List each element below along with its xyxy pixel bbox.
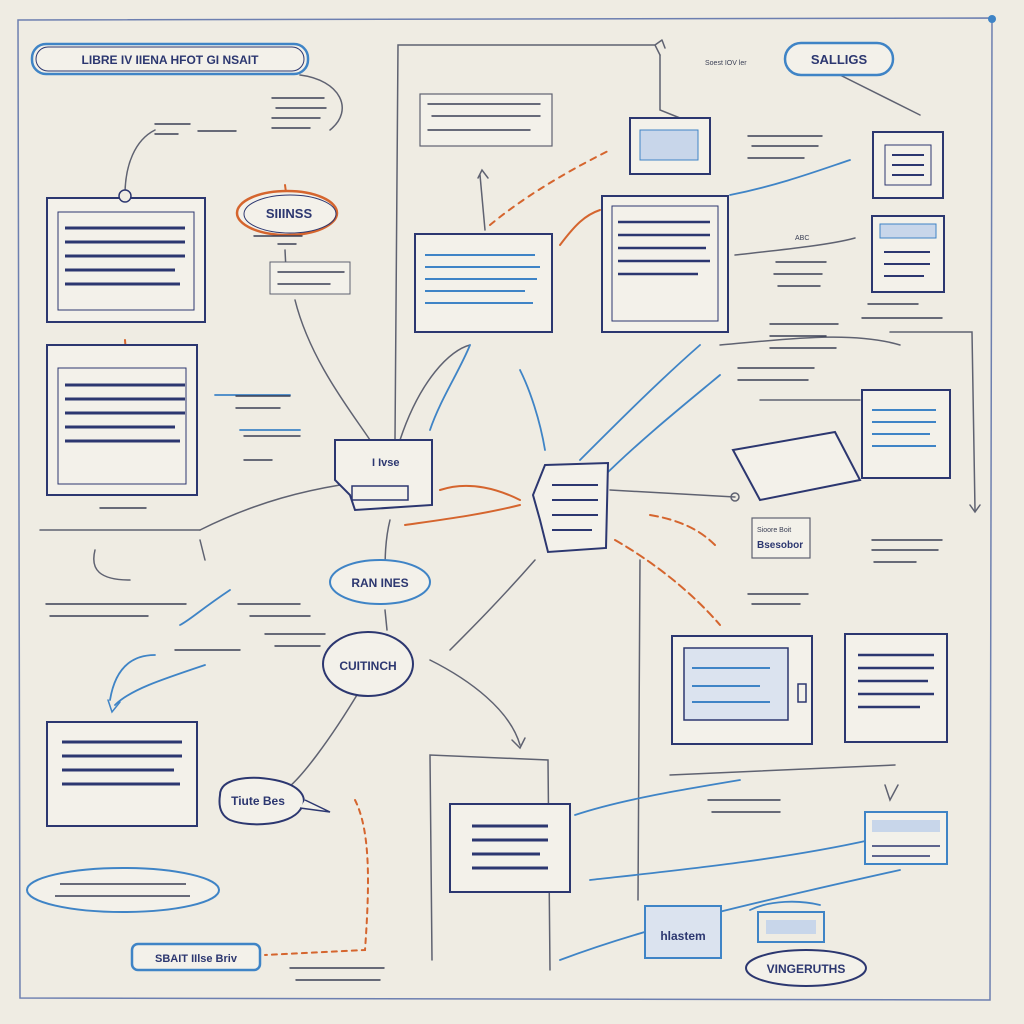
note-right-top [747,135,823,159]
panel-right-mid [731,389,951,502]
note-oval-inner [253,235,303,245]
bottom-left-pill-text: SBAIT IIlse Briv [155,953,238,965]
connector-right-long [889,331,976,511]
caption-right-abc: ABC [795,235,809,242]
connector-title-curl [299,74,343,131]
bottom-small-box: hlastem [644,905,722,959]
monitor-box-right [671,635,813,745]
oval-cuitinch-text: CUITINCH [339,659,396,673]
note-under-oval [269,261,351,295]
speech-bubble: Tiute Bes [218,776,331,826]
note-bottom-right [707,799,781,813]
title-pill-text: LIBRE IV IIENA HFOT GI NSAIT [82,53,260,67]
note-left-bottom [45,603,326,651]
note-right-mid [773,261,943,319]
connector-to-small-box [659,54,681,119]
caption-top-mid-small: Soest IOV ler [705,60,747,67]
arrowheads [107,39,981,802]
note-left-mid [235,395,301,461]
note-left-small [154,123,237,135]
frame-corner-dot [988,15,996,23]
connector-left-to-hub [294,299,371,441]
document-box-left-mid [46,344,198,496]
hub-box-left: I Ivse [334,439,433,512]
connector-hub-left-down [199,484,341,531]
connector-title-to-left-box [124,129,156,196]
right-note-body: Bsesobor [757,540,803,551]
bottom-right-bubble: VINGERUTHS [745,949,867,987]
note-right-center [737,323,839,381]
note-top-left [271,97,327,129]
connector-hub2-left-down [449,559,536,651]
document-box-top-center [414,233,553,333]
connector-oval2-right [429,659,521,746]
title-pill: LIBRE IV IIENA HFOT GI NSAIT [30,42,310,76]
document-box-bottom-center [449,803,571,893]
connector-oval-to-oval [384,609,388,631]
connector-tall-vertical [394,44,661,441]
note-right-side [871,539,943,563]
document-box-right-top [601,195,729,333]
right-blue-box-lower [864,811,948,865]
orange-oval-text: SIIINSS [266,206,313,221]
connector-right-box-to-abc [734,237,856,256]
speech-bubble-text: Tiute Bes [231,794,285,808]
top-right-pill: SALLIGS [783,41,895,77]
bottom-right-bubble-text: VINGERUTHS [767,962,846,976]
note-right-low [99,507,809,605]
right-note-title: Sioore Boit [757,527,791,534]
connector-arrow-diag [479,174,486,231]
connector-left-down [199,539,206,561]
small-blue-box-bottom-right [757,911,825,943]
small-box-right-mid [871,215,945,293]
document-box-right-bottom [844,633,948,743]
document-box-bottom-left [46,721,198,827]
small-box-top-right [872,131,944,199]
oval-ran-ines: RAN INES [329,559,431,605]
connector-hub2-right [609,489,736,498]
note-box-top-center [419,93,553,147]
hub-box-left-text: I Ivse [372,457,400,469]
orange-connectors [124,149,721,956]
orange-oval: SIIINSS [235,189,339,237]
right-note-box: Sioore Boit Bsesobor [751,517,811,559]
small-box-top [629,117,711,175]
bottom-left-pill: SBAIT IIlse Briv [130,942,262,972]
hub-box-right [531,461,610,554]
outer-frame [17,17,993,1001]
connector-horizontal-bottom [669,764,896,776]
note-bottom-center [289,967,385,981]
oval-ran-ines-text: RAN INES [351,576,408,590]
connector-right-vertical [637,559,641,901]
oval-cuitinch: CUITINCH [322,631,414,697]
connector-oval2-to-bubble [284,689,361,791]
connector-right-mid [719,336,901,346]
document-box-left-top [46,189,206,323]
bottom-small-box-text: hlastem [660,929,705,943]
bottom-left-ellipse-note [26,867,220,913]
connector-small-down [93,549,131,581]
connector-hub-up-arc [399,344,471,441]
annotation-scribbles [45,93,943,981]
top-right-pill-text: SALLIGS [811,52,868,67]
